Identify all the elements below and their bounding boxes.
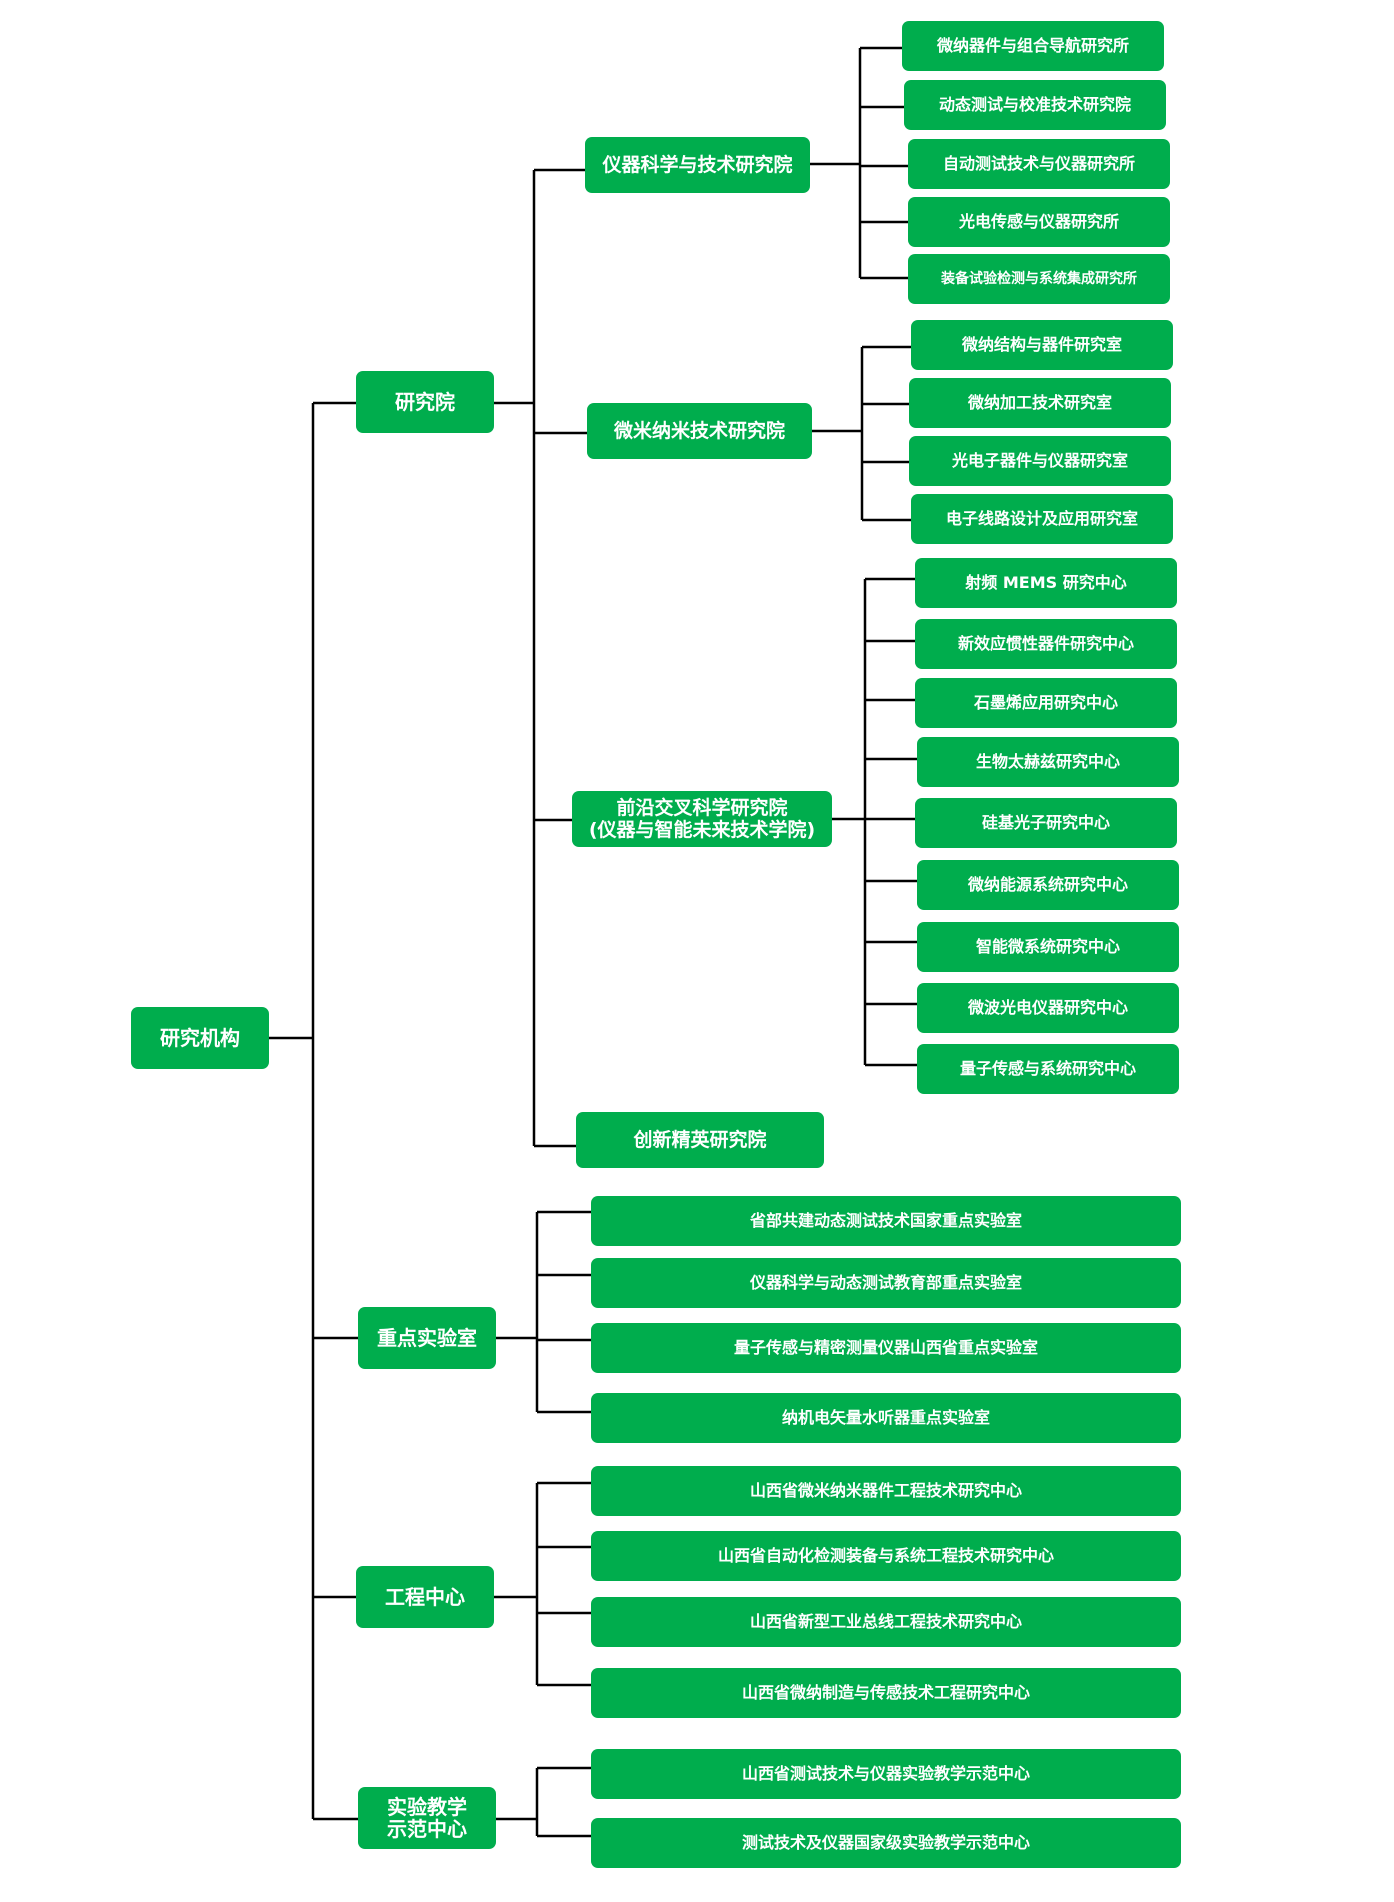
key-lab: 仪器科学与动态测试教育部重点实验室 bbox=[591, 1258, 1181, 1308]
sub-unit: 射频 MEMS 研究中心 bbox=[915, 558, 1177, 608]
sub-unit: 微纳加工技术研究室 bbox=[909, 378, 1171, 428]
category-key-laboratories: 重点实验室 bbox=[358, 1307, 496, 1369]
institute-frontier-cross: 前沿交叉科学研究院 (仪器与智能未来技术学院) bbox=[572, 791, 832, 847]
sub-unit: 光电传感与仪器研究所 bbox=[908, 197, 1170, 247]
sub-unit: 微纳器件与组合导航研究所 bbox=[902, 21, 1164, 71]
sub-unit: 新效应惯性器件研究中心 bbox=[915, 619, 1177, 669]
sub-unit: 生物太赫兹研究中心 bbox=[917, 737, 1179, 787]
teaching-center: 测试技术及仪器国家级实验教学示范中心 bbox=[591, 1818, 1181, 1868]
key-lab: 纳机电矢量水听器重点实验室 bbox=[591, 1393, 1181, 1443]
sub-unit: 微纳结构与器件研究室 bbox=[911, 320, 1173, 370]
engineering-center: 山西省新型工业总线工程技术研究中心 bbox=[591, 1597, 1181, 1647]
sub-unit: 硅基光子研究中心 bbox=[915, 798, 1177, 848]
sub-unit: 微波光电仪器研究中心 bbox=[917, 983, 1179, 1033]
sub-unit: 动态测试与校准技术研究院 bbox=[904, 80, 1166, 130]
sub-unit: 量子传感与系统研究中心 bbox=[917, 1044, 1179, 1094]
sub-unit: 自动测试技术与仪器研究所 bbox=[908, 139, 1170, 189]
engineering-center: 山西省自动化检测装备与系统工程技术研究中心 bbox=[591, 1531, 1181, 1581]
root-node: 研究机构 bbox=[131, 1007, 269, 1069]
category-engineering-centers: 工程中心 bbox=[356, 1566, 494, 1628]
category-research-institutes: 研究院 bbox=[356, 371, 494, 433]
teaching-center: 山西省测试技术与仪器实验教学示范中心 bbox=[591, 1749, 1181, 1799]
engineering-center: 山西省微米纳米器件工程技术研究中心 bbox=[591, 1466, 1181, 1516]
engineering-center: 山西省微纳制造与传感技术工程研究中心 bbox=[591, 1668, 1181, 1718]
sub-unit: 智能微系统研究中心 bbox=[917, 922, 1179, 972]
key-lab: 量子传感与精密测量仪器山西省重点实验室 bbox=[591, 1323, 1181, 1373]
category-teaching-centers: 实验教学 示范中心 bbox=[358, 1787, 496, 1849]
institute-innovation-elite: 创新精英研究院 bbox=[576, 1112, 824, 1168]
sub-unit: 光电子器件与仪器研究室 bbox=[909, 436, 1171, 486]
sub-unit: 电子线路设计及应用研究室 bbox=[911, 494, 1173, 544]
sub-unit: 石墨烯应用研究中心 bbox=[915, 678, 1177, 728]
institute-micro-nano: 微米纳米技术研究院 bbox=[587, 403, 812, 459]
institute-instrument-science: 仪器科学与技术研究院 bbox=[585, 137, 810, 193]
sub-unit: 装备试验检测与系统集成研究所 bbox=[908, 254, 1170, 304]
key-lab: 省部共建动态测试技术国家重点实验室 bbox=[591, 1196, 1181, 1246]
sub-unit: 微纳能源系统研究中心 bbox=[917, 860, 1179, 910]
